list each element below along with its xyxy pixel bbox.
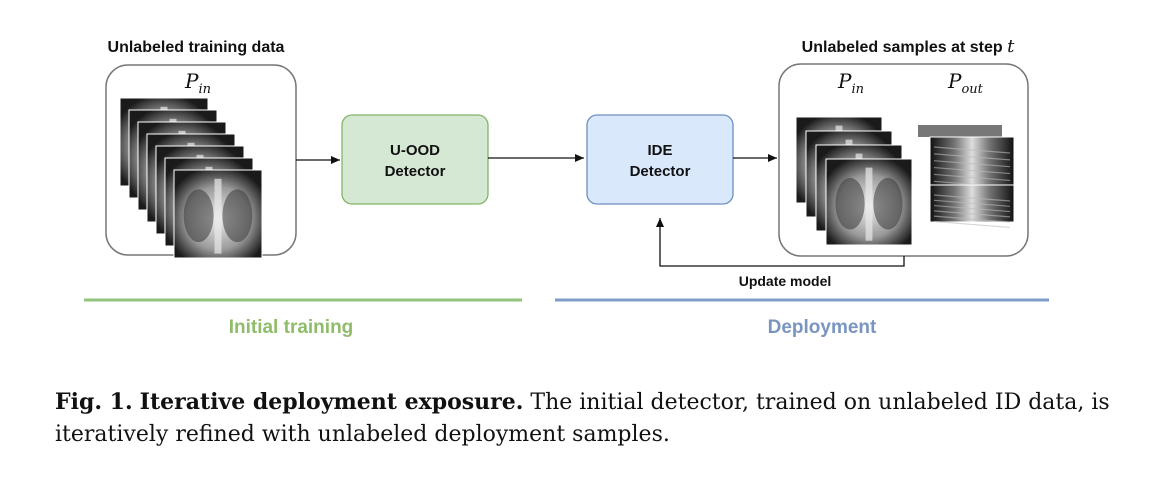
left-dist-label: Pin [184, 69, 211, 97]
right-in-xray-thumbnail [825, 158, 913, 246]
ide-detector-box [586, 114, 734, 205]
right-panel-title: Unlabeled samples at step t [802, 36, 1015, 57]
right-out-xray-stack [918, 125, 1015, 229]
left-dist-base: P [184, 69, 199, 93]
ide-detector-line2: Detector [630, 163, 691, 180]
uood-detector-box [341, 114, 489, 205]
out-strip [918, 125, 1002, 137]
right-out-base: P [947, 69, 962, 93]
left-panel-title: Unlabeled training data [108, 39, 285, 56]
caption-label: Fig. 1. [55, 389, 133, 415]
uood-detector-line1: U-OOD [390, 142, 440, 159]
ide-detector-line1: IDE [647, 142, 672, 159]
caption-title: Iterative deployment exposure. [139, 389, 524, 415]
right-out-xray-thumbnail [929, 136, 1015, 188]
right-in-xray-stack [795, 116, 913, 246]
right-in-sub: in [851, 82, 864, 97]
deployment-label: Deployment [768, 317, 877, 338]
caption-text: The initial detector, trained on unlabel… [55, 390, 1110, 447]
uood-detector-line2: Detector [385, 163, 446, 180]
left-xray-thumbnail [173, 169, 263, 259]
right-in-label: Pin [837, 69, 864, 97]
right-out-xray-thumbnail [929, 184, 1015, 229]
right-in-base: P [837, 69, 852, 93]
right-out-sub: out [961, 82, 983, 97]
right-panel-title-text: Unlabeled samples at step [802, 39, 1007, 56]
initial-training-label: Initial training [229, 317, 354, 338]
update-model-loop [656, 218, 905, 267]
right-out-label: Pout [947, 69, 984, 97]
update-model-label: Update model [739, 273, 832, 289]
figure-caption: Fig. 1. Iterative deployment exposure. T… [55, 386, 1115, 451]
left-xray-stack [119, 97, 263, 259]
left-dist-sub: in [198, 82, 211, 97]
right-panel-title-var: t [1007, 36, 1015, 57]
